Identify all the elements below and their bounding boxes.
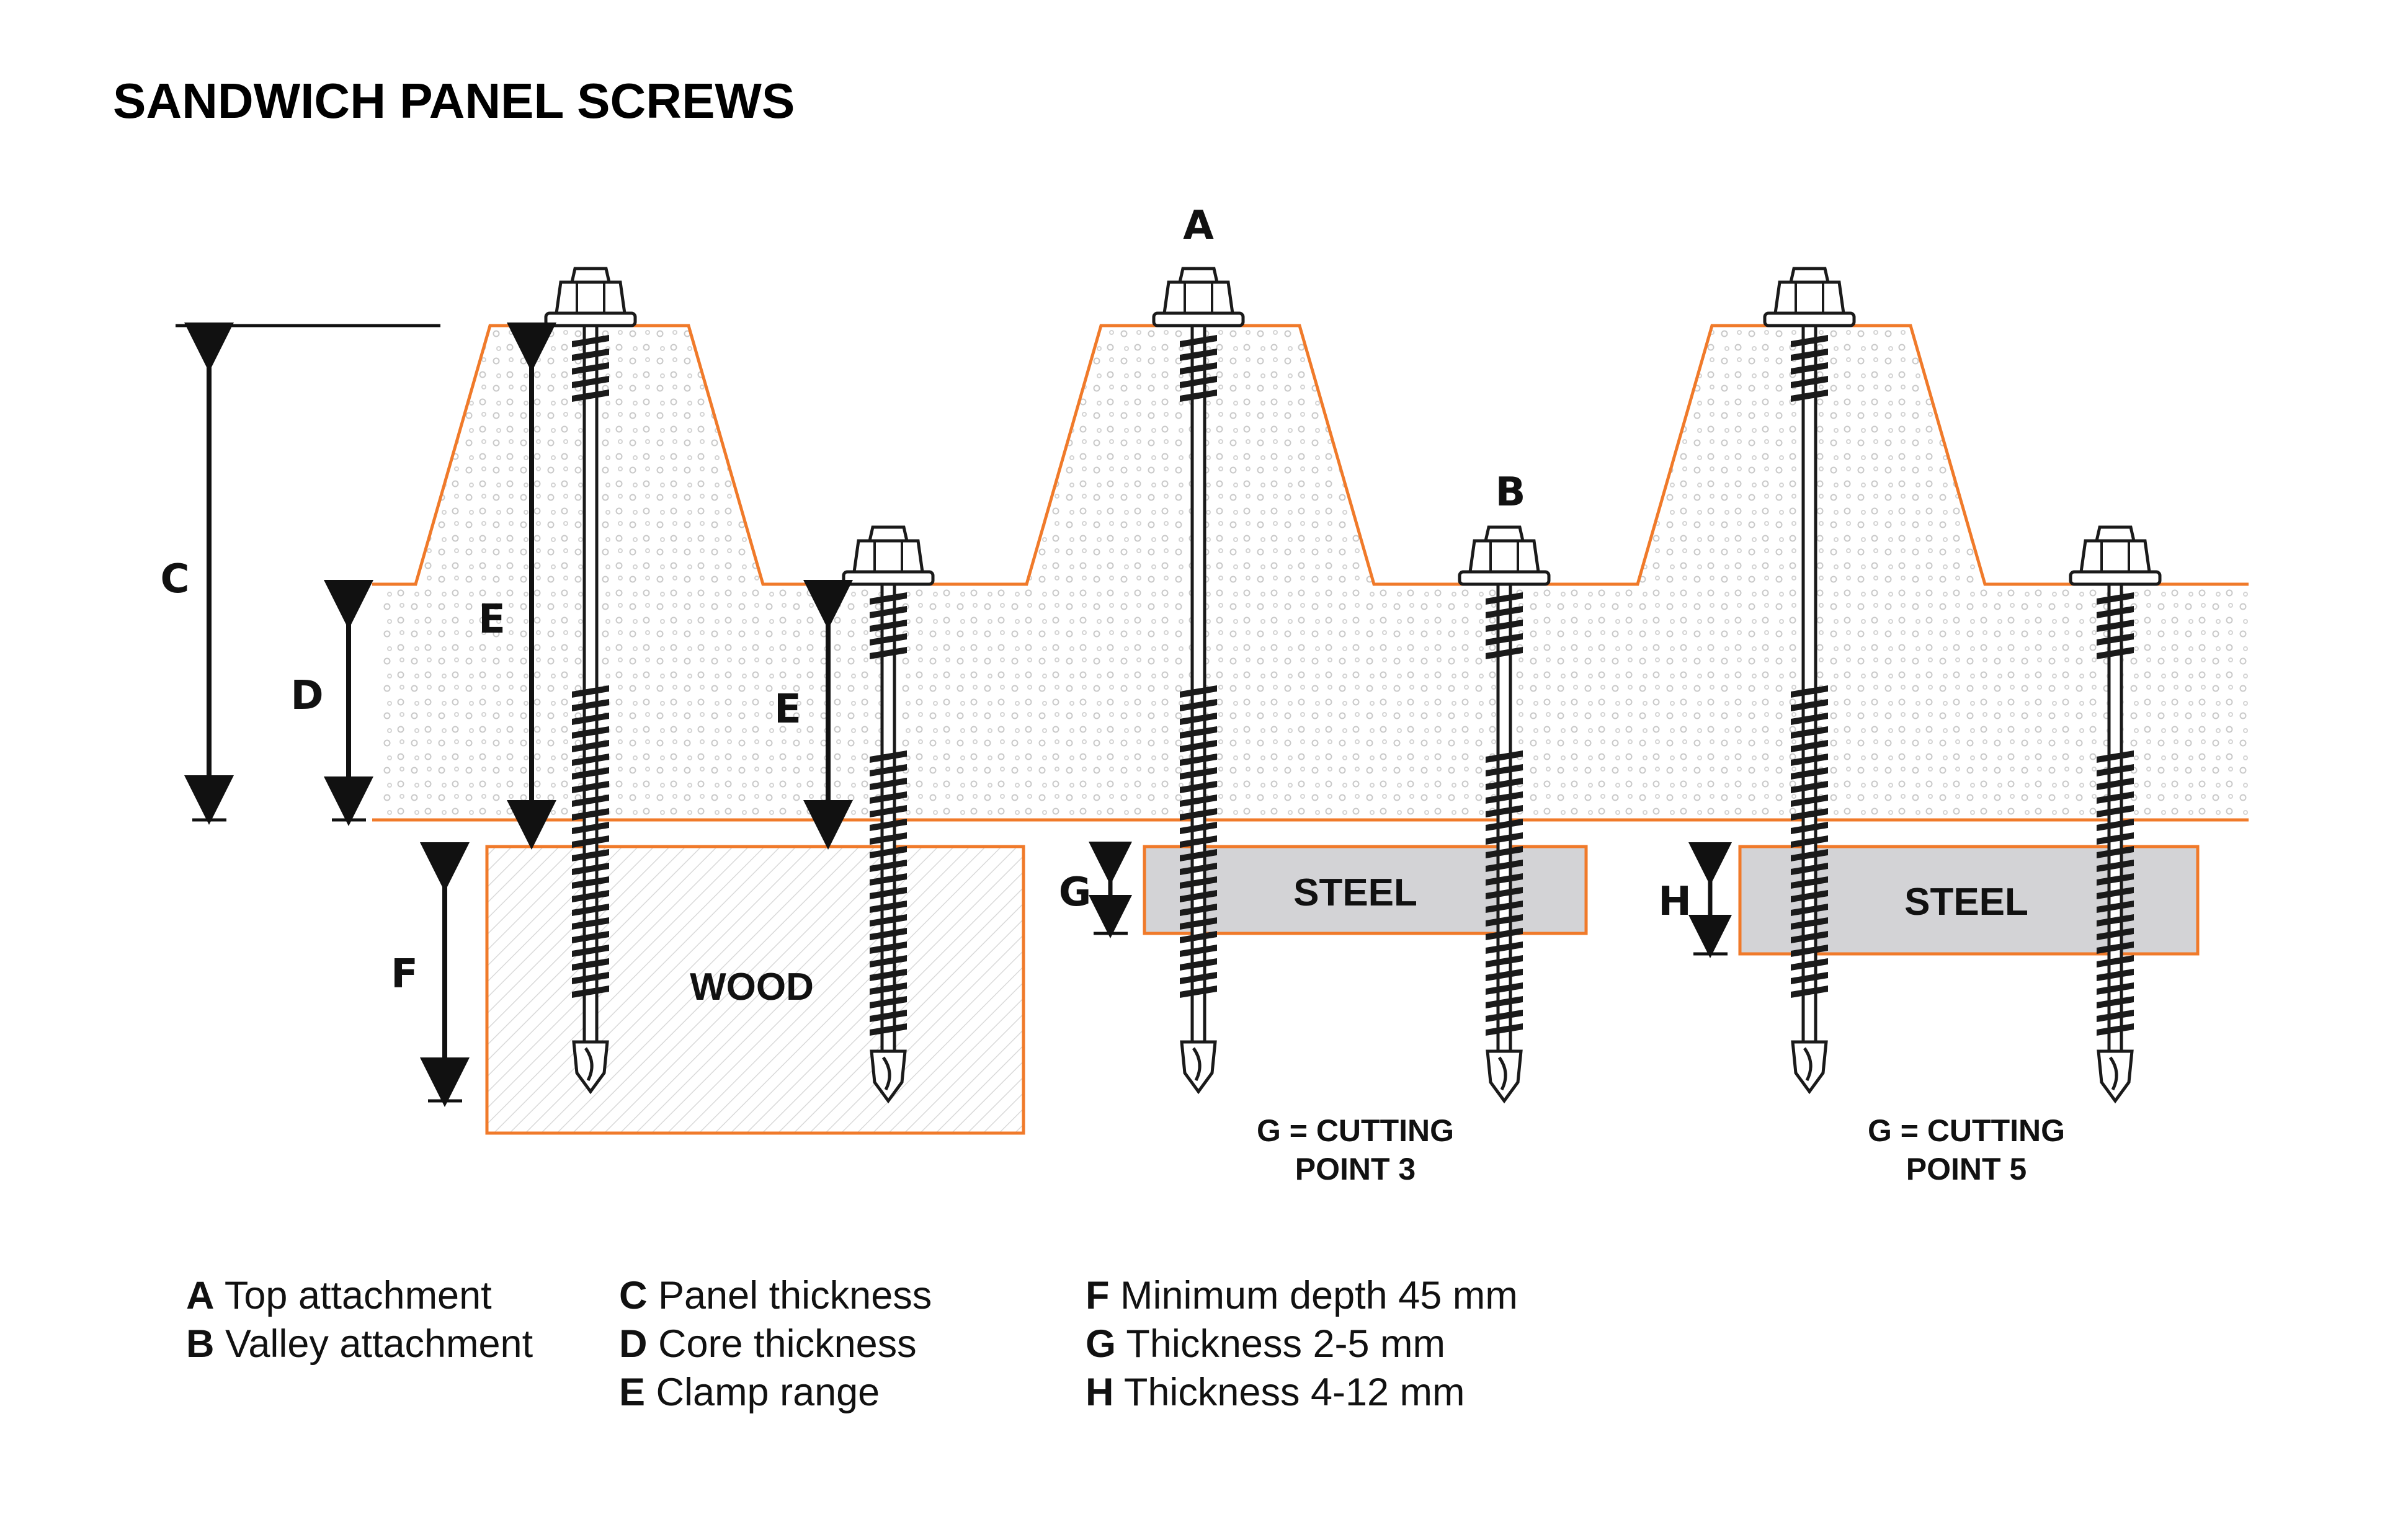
- legend-item-h: H Thickness 4-12 mm: [1086, 1371, 1465, 1414]
- cutting-point-3-line-2: POINT 3: [1295, 1152, 1416, 1186]
- label-e-1: E: [478, 597, 506, 643]
- legend-item-g: G Thickness 2-5 mm: [1086, 1322, 1445, 1366]
- label-g: G: [1059, 870, 1092, 915]
- label-a: A: [1183, 203, 1214, 249]
- steel-label-2: STEEL: [1904, 881, 2028, 923]
- legend-item-b: B Valley attachment: [186, 1322, 533, 1366]
- label-d: D: [290, 673, 323, 719]
- legend: A Top attachment B Valley attachment C P…: [186, 1274, 1518, 1414]
- legend-item-e: E Clamp range: [619, 1371, 880, 1414]
- sandwich-panel-core: [378, 326, 2249, 820]
- label-c: C: [161, 556, 190, 602]
- screw-valley-2-b: [1458, 525, 1551, 1104]
- steel-label-1: STEEL: [1293, 871, 1417, 914]
- legend-item-c: C Panel thickness: [619, 1274, 932, 1317]
- label-e-2: E: [774, 687, 801, 732]
- screw-valley-3: [2069, 525, 2162, 1104]
- legend-item-a: A Top attachment: [186, 1274, 492, 1317]
- label-h: H: [1658, 879, 1692, 925]
- wood-substrate: [485, 845, 1025, 1135]
- cutting-point-3-line-1: G = CUTTING: [1257, 1113, 1454, 1148]
- page-title: SANDWICH PANEL SCREWS: [113, 73, 795, 128]
- legend-item-f: F Minimum depth 45 mm: [1086, 1274, 1518, 1317]
- screw-crest-2-a: [1152, 267, 1245, 1095]
- cutting-point-5-line-1: G = CUTTING: [1868, 1113, 2065, 1148]
- label-b: B: [1496, 469, 1526, 515]
- wood-label: WOOD: [690, 966, 814, 1008]
- cutting-point-5-line-2: POINT 5: [1906, 1152, 2027, 1186]
- label-f: F: [391, 951, 418, 997]
- screw-crest-3: [1763, 267, 1856, 1095]
- screw-crest-1: [544, 267, 637, 1095]
- legend-item-d: D Core thickness: [619, 1322, 917, 1366]
- screw-valley-1: [842, 525, 935, 1104]
